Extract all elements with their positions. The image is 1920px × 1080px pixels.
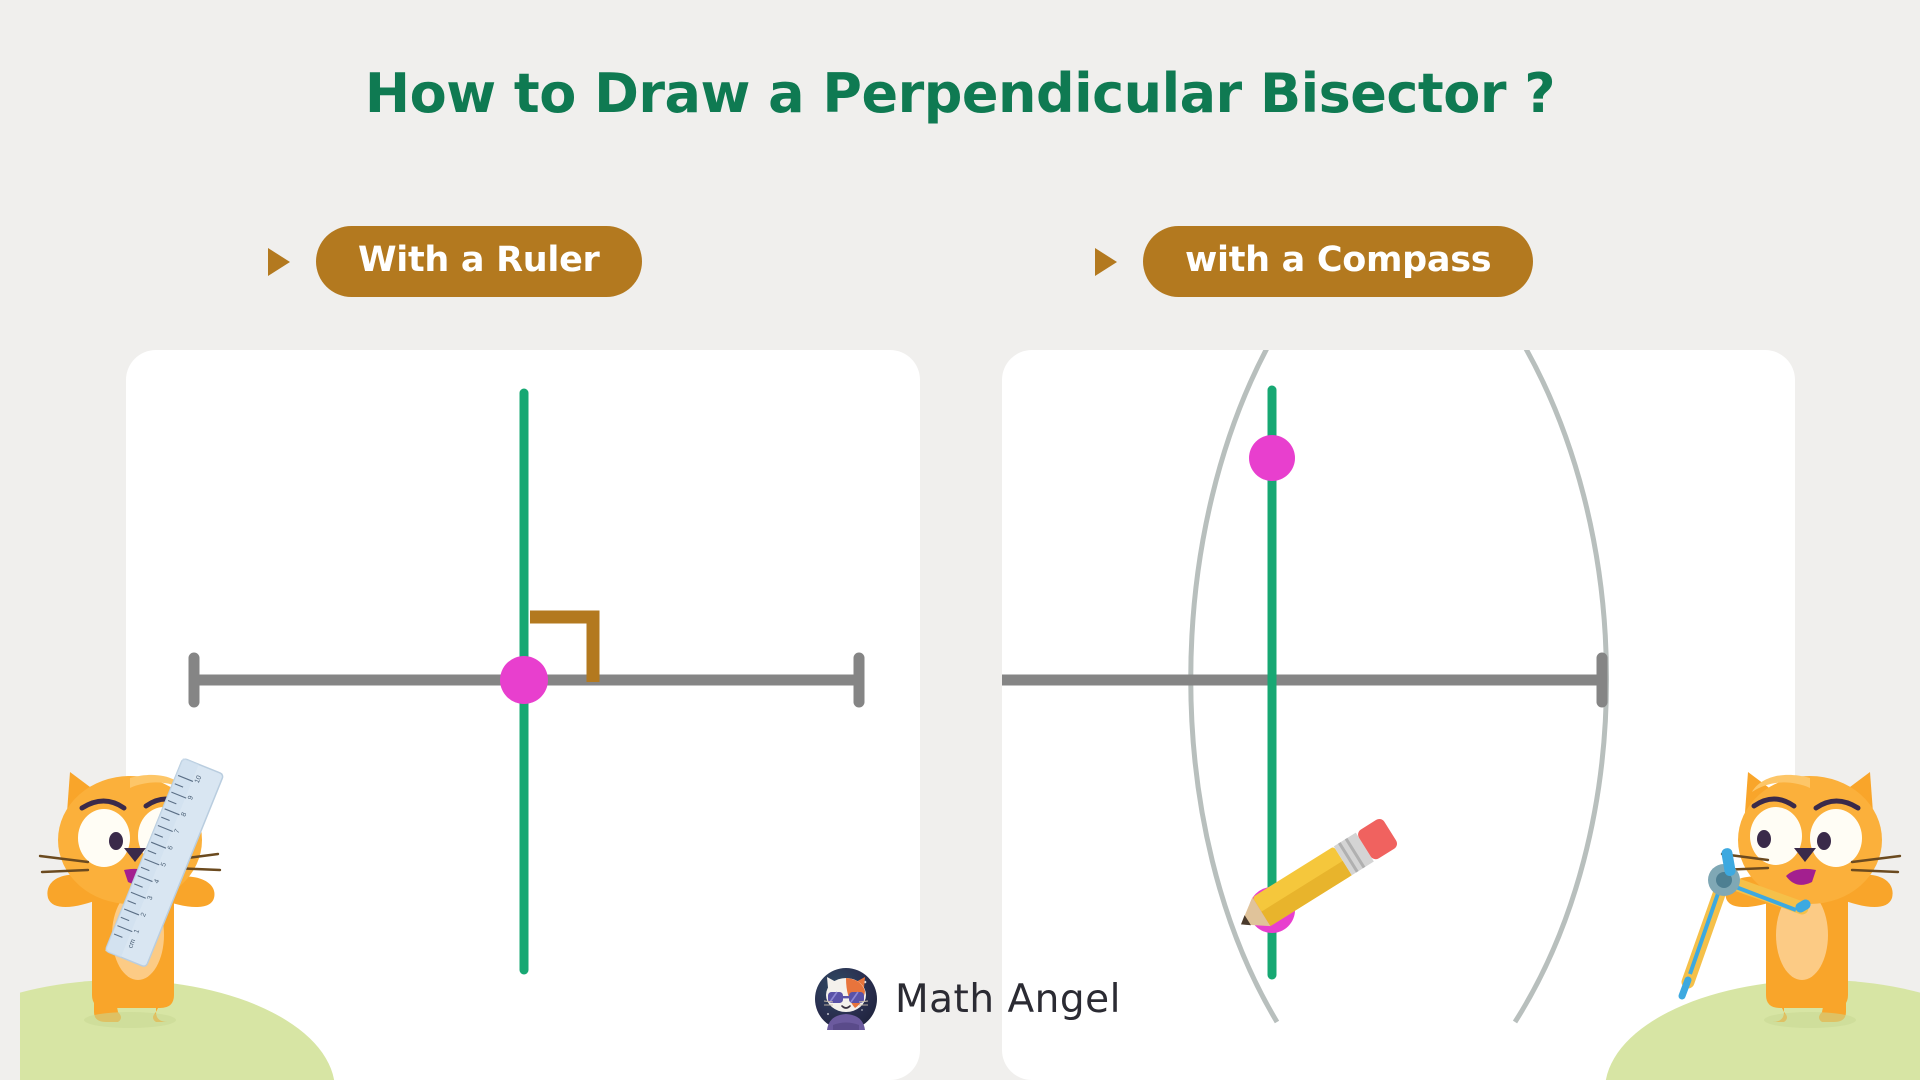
grass-hill [20, 980, 335, 1080]
compass-icon [1678, 848, 1811, 1000]
page-title: How to Draw a Perpendicular Bisector ? [364, 62, 1556, 125]
compass-panel-card [1002, 350, 1795, 1080]
cat-with-ruler-mascot: cm 1 2 3 4 5 6 7 8 9 10 [20, 758, 335, 1080]
svg-text:7: 7 [174, 828, 182, 834]
compass-diagram [1002, 350, 1609, 1024]
tab-with-a-compass-group: with a Compass [1095, 226, 1534, 298]
intersection-dot-top [1249, 435, 1295, 481]
brand-logo[interactable]: Math Angel [815, 968, 1121, 1030]
midpoint-dot [500, 656, 548, 704]
tab-with-a-ruler[interactable]: With a Ruler [316, 226, 642, 298]
svg-text:1: 1 [133, 928, 141, 934]
svg-text:8: 8 [180, 811, 188, 817]
svg-text:2: 2 [140, 912, 148, 918]
cat-character [1718, 772, 1902, 1028]
svg-text:cm: cm [127, 938, 137, 949]
ruler-icon: cm 1 2 3 4 5 6 7 8 9 10 [105, 758, 224, 967]
svg-text:4: 4 [153, 878, 161, 884]
ruler-diagram [188, 388, 865, 975]
tab-with-a-compass[interactable]: with a Compass [1143, 226, 1534, 298]
tab-with-a-ruler-group: With a Ruler [268, 226, 642, 298]
play-triangle-icon [268, 247, 290, 276]
svg-text:9: 9 [187, 795, 195, 801]
cat-with-compass-mascot [1605, 772, 1920, 1080]
play-triangle-icon [1095, 247, 1117, 276]
svg-text:10: 10 [194, 774, 203, 784]
svg-text:3: 3 [147, 895, 155, 901]
ruler-panel-card [126, 350, 920, 1080]
right-angle-marker [530, 610, 600, 682]
pencil-icon [1241, 819, 1398, 927]
brand-name: Math Angel [895, 976, 1121, 1022]
svg-text:5: 5 [160, 862, 168, 868]
svg-text:6: 6 [167, 845, 175, 851]
math-angel-cat-logo-icon [815, 968, 877, 1030]
grass-hill [1605, 980, 1920, 1080]
